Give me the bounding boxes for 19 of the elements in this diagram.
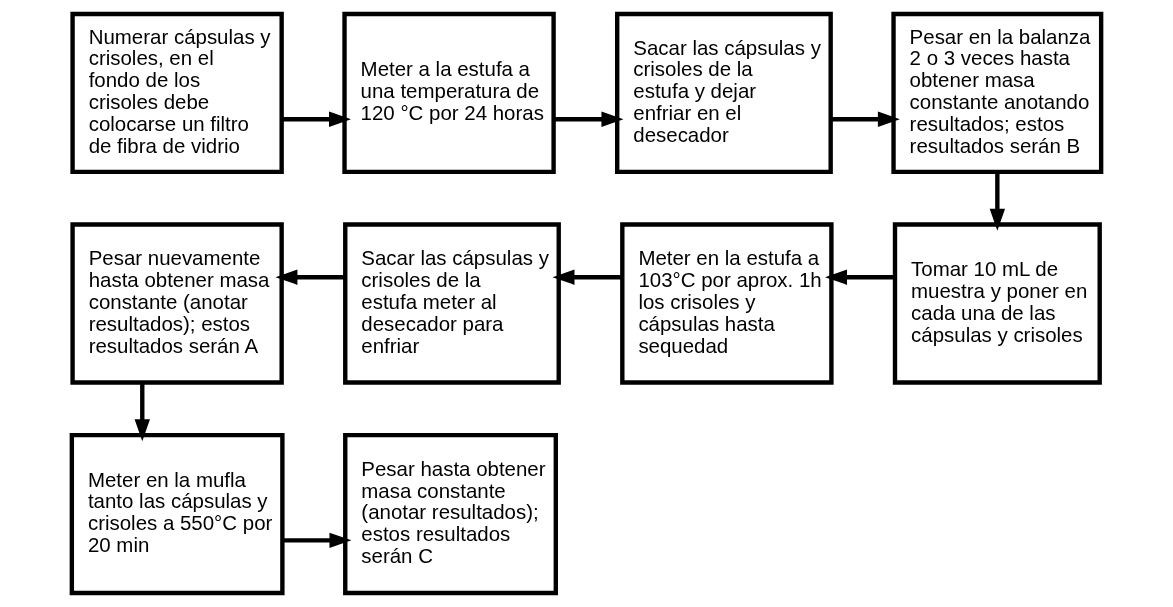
arrow — [275, 269, 345, 285]
node-box: Pesar nuevamente hasta obtener masa constante (anotar resultados); estos resultados serán A — [70, 222, 284, 385]
arrow — [281, 111, 351, 127]
node-box: Sacar las cápsulas y crisoles de la estufa meter al desecador para enfriar — [343, 222, 561, 385]
arrow — [553, 111, 624, 127]
node-box: Meter en la estufa a 103°C por aprox. 1h los crisoles y cápsulas hasta sequedad — [620, 222, 834, 385]
node-box: Meter en la mufla tanto las cápsulas y crisoles a 550°C por 20 min — [69, 432, 285, 596]
node-box: Tomar 10 mL de muestra y poner en cada una de las cápsulas y crisoles — [892, 222, 1102, 385]
arrow — [552, 269, 623, 285]
arrow — [830, 111, 900, 127]
node-box: Pesar en la balanza 2 o 3 veces hasta obtener masa constante anotando resultados; estos resultados serán B — [891, 11, 1104, 175]
node-box: Numerar cápsulas y crisoles, en el fondo de los crisoles debe colocarse un filtro de fibra de vidrio — [70, 11, 284, 175]
arrow — [825, 269, 895, 285]
node-box: Pesar hasta obtener masa constante (anotar resultados); estos resultados serán C — [343, 432, 558, 596]
arrow — [134, 382, 150, 442]
node-box: Meter a la estufa a una temperatura de 120 °C por 24 horas — [342, 11, 556, 175]
arrow — [989, 171, 1006, 231]
arrow — [282, 532, 352, 549]
node-box: Sacar las cápsulas y crisoles de la estufa y dejar enfriar en el desecador — [615, 11, 833, 175]
